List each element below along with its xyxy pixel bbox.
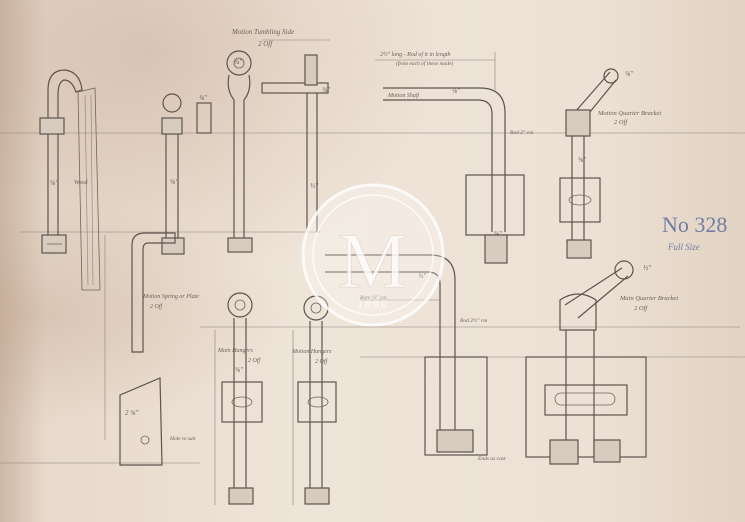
spring-plate-label: Motion Spring or Plate — [142, 294, 199, 300]
dim-mark: ¾" — [322, 86, 330, 94]
dim-mark: ¾" — [234, 58, 242, 66]
dim-mark: ½" — [310, 182, 318, 190]
watermark-seal: M 1890 — [301, 183, 445, 327]
dim-mark: ½" — [643, 264, 651, 272]
dim-mark: ⅝" — [494, 230, 502, 238]
motion-hanger-part — [292, 295, 337, 505]
motion-hangers-count: 2 Off — [315, 358, 329, 365]
watermark-year: 1890 — [357, 297, 389, 311]
motion-shaft-label: Motion Shaft — [387, 92, 419, 99]
dim-mark: ⅝" — [170, 178, 178, 186]
plate-dimension: 2 ⅝" — [125, 409, 139, 417]
dim-mark: ⅝" — [50, 179, 58, 187]
spring-plate-part — [104, 232, 176, 440]
small-plate-part — [119, 377, 163, 466]
small-stud-part — [161, 93, 212, 255]
drawing-scale: Full Size — [667, 242, 700, 252]
t-bar-part — [261, 39, 330, 232]
main-quarter-bracket-label: Main Quarter Bracket — [619, 295, 678, 302]
main-quarter-bracket-count: 2 Off — [634, 305, 648, 312]
motion-shaft-part — [375, 52, 525, 264]
tumbling-side-count: 2 Off — [258, 40, 273, 48]
dim-mark: ⅝" — [452, 87, 460, 95]
rod-2-5-note: Rod 2½" cm — [459, 317, 487, 324]
watermark-letter: M — [338, 217, 407, 304]
main-hangers-label: Main Hangers — [217, 348, 253, 354]
rod-length-sub-label: (from each of these made) — [396, 60, 453, 67]
spring-plate-count: 2 Off — [150, 303, 164, 310]
main-quarter-bracket-part — [525, 260, 647, 465]
hook-bolt-part — [39, 69, 101, 291]
wood-label: Wood — [74, 180, 88, 186]
motion-quarter-bracket-part — [559, 68, 619, 259]
dim-mark: ⅜" — [199, 94, 207, 102]
end-note: Ends as cast — [477, 456, 506, 462]
main-shaft-part — [325, 254, 488, 456]
main-hangers-count: 2 Off — [248, 357, 262, 364]
hole-note: Hole to suit — [169, 436, 196, 442]
motion-quarter-bracket-label: Motion Quarter Bracket — [597, 110, 661, 117]
motion-quarter-bracket-count: 2 Off — [614, 119, 628, 126]
dim-mark: ⅝" — [235, 366, 243, 374]
rod-2-note: Rod 2" cm — [509, 130, 533, 136]
bore-note: Bore ½" cm — [360, 294, 386, 301]
dim-mark: ⅝" — [625, 70, 633, 78]
drawing-number: No 328 — [662, 212, 727, 237]
dim-mark: ⅝" — [578, 156, 586, 164]
rod-length-label: 2½" long - Rod of it in length — [380, 51, 451, 58]
tumbling-side-label: Motion Tumbling Side — [231, 28, 294, 36]
motion-hangers-label: Motion Hangers — [291, 349, 332, 355]
main-hanger-part — [214, 292, 263, 505]
dim-mark: ¾" — [418, 272, 426, 280]
eye-bolt-part — [226, 50, 253, 253]
